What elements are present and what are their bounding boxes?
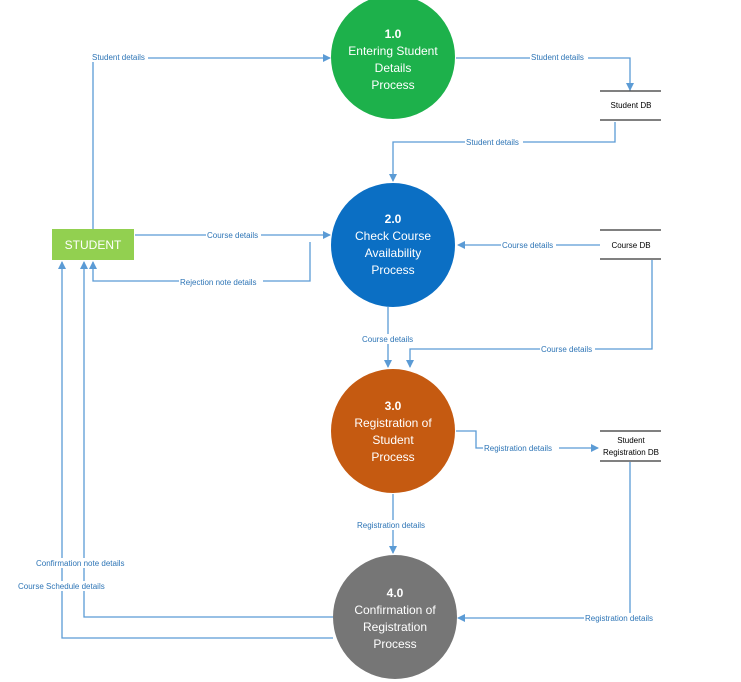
store-label: Student DB xyxy=(611,101,652,110)
flow-p1-to-student-db xyxy=(456,57,634,91)
flow-label: Course Schedule details xyxy=(18,582,105,591)
entity-label: STUDENT xyxy=(65,238,122,252)
store-label: Course DB xyxy=(611,241,650,250)
flow-label: Course details xyxy=(541,345,592,354)
process-number: 4.0 xyxy=(387,586,404,600)
flow-label: Confirmation note details xyxy=(36,559,125,568)
process-label-line: Student xyxy=(372,433,414,447)
flow-label: Registration details xyxy=(357,521,425,530)
process-label-line: Process xyxy=(371,78,414,92)
flow-p4-to-student-confirmation xyxy=(80,261,333,618)
flow-label: Student details xyxy=(531,53,584,62)
entity-box xyxy=(52,229,134,260)
process-2: 2.0 Check Course Availability Process xyxy=(331,183,455,307)
process-label-line: Process xyxy=(373,637,416,651)
store-student-db: Student DB xyxy=(600,90,661,121)
process-label-line: Confirmation of xyxy=(354,603,436,617)
process-label-line: Process xyxy=(371,450,414,464)
flow-label: Course details xyxy=(502,241,553,250)
flow-student-to-p1 xyxy=(92,54,331,230)
process-label-line: Details xyxy=(375,61,412,75)
store-label: Student xyxy=(617,436,645,445)
flow-reg-db-to-p4 xyxy=(457,462,631,622)
process-label-line: Availability xyxy=(365,246,421,260)
store-registration-db: Student Registration DB xyxy=(600,430,661,462)
process-1: 1.0 Entering Student Details Process xyxy=(331,0,455,119)
flow-label: Registration details xyxy=(585,614,653,623)
process-label-line: Check Course xyxy=(355,229,431,243)
process-label-line: Process xyxy=(371,263,414,277)
flow-label: Course details xyxy=(207,231,258,240)
store-label: Registration DB xyxy=(603,448,659,457)
process-2-circle xyxy=(331,183,455,307)
process-label-line: Entering Student xyxy=(348,44,438,58)
flow-label: Student details xyxy=(92,53,145,62)
process-number: 3.0 xyxy=(385,399,402,413)
process-label-line: Registration of xyxy=(354,416,432,430)
flow-p4-to-student-schedule xyxy=(58,261,333,639)
entity-student: STUDENT xyxy=(52,229,134,260)
flow-course-db-to-p3 xyxy=(406,260,653,368)
process-number: 2.0 xyxy=(385,212,402,226)
process-3: 3.0 Registration of Student Process xyxy=(331,369,455,493)
flow-label: Rejection note details xyxy=(180,278,257,287)
process-label-line: Registration xyxy=(363,620,427,634)
process-3-circle xyxy=(331,369,455,493)
flow-student-db-to-p2 xyxy=(389,122,616,182)
process-1-circle xyxy=(331,0,455,119)
flow-label: Registration details xyxy=(484,444,552,453)
process-4-circle xyxy=(333,555,457,679)
flow-label: Course details xyxy=(362,335,413,344)
process-number: 1.0 xyxy=(385,27,402,41)
process-4: 4.0 Confirmation of Registration Process xyxy=(333,555,457,679)
flow-label: Student details xyxy=(466,138,519,147)
store-course-db: Course DB xyxy=(600,229,661,260)
